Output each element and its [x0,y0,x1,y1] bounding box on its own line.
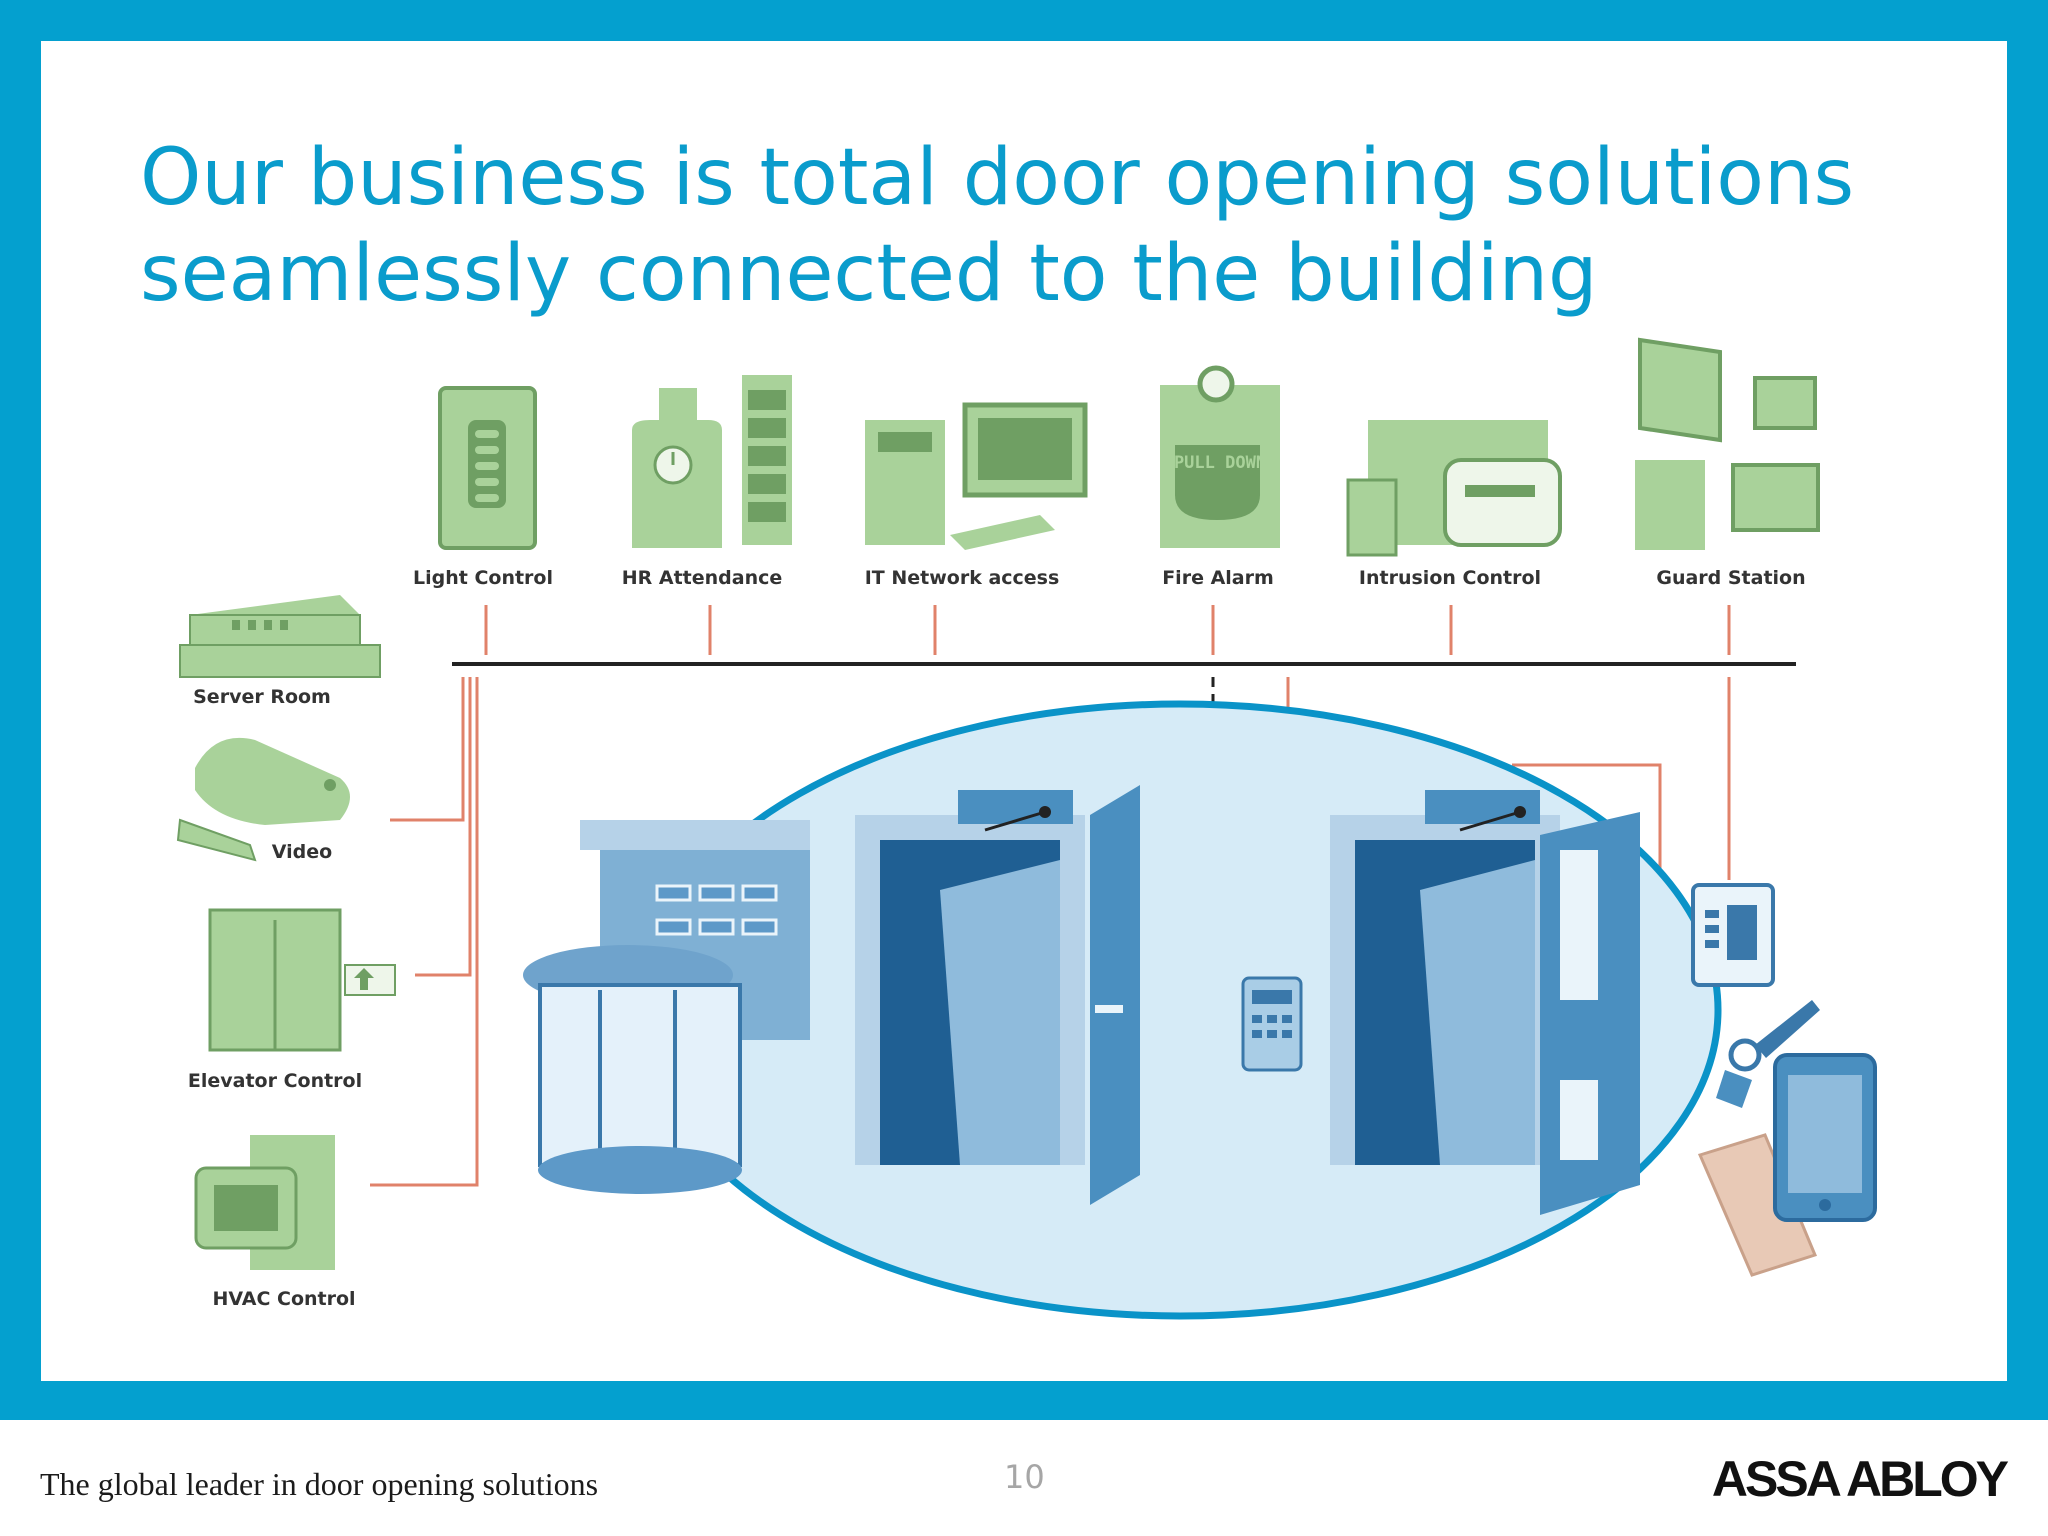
keypad-reader-icon [1241,976,1303,1072]
intrusion-control-icon [1346,420,1562,557]
server-room-icon [179,595,381,678]
video-camera-icon [176,737,350,862]
keys-icon [1716,1000,1820,1108]
label-intrusion-control: Intrusion Control [1359,567,1541,589]
building-connectivity-diagram: PULL DOWN Light Control HR Attendance [176,337,1877,1320]
footer-tagline: The global leader in door opening soluti… [40,1466,599,1502]
door-1-icon [855,785,1140,1205]
assa-abloy-logo: ASSA ABLOY [1711,1451,2009,1507]
label-server-room: Server Room [193,686,331,708]
slide-title: Our business is total door opening solut… [140,130,1854,322]
guard-station-icon [1635,337,1820,550]
label-guard-station: Guard Station [1656,567,1805,589]
hvac-icon [194,1135,335,1270]
label-hvac-control: HVAC Control [212,1288,355,1310]
label-hr-attendance: HR Attendance [622,567,783,589]
label-light-control: Light Control [413,567,553,589]
hr-attendance-icon [632,375,792,548]
title-line-2: seamlessly connected to the building [140,229,1598,319]
wall-card-reader-icon [1691,883,1775,987]
it-network-icon [865,402,1088,550]
label-fire-alarm: Fire Alarm [1162,567,1274,589]
access-card-icon [1697,1133,1818,1277]
fire-alarm-icon: PULL DOWN [1160,365,1280,548]
fire-alarm-icon-text: PULL DOWN [1174,453,1266,473]
page-number: 10 [1004,1458,1045,1496]
elevator-icon [208,908,396,1052]
label-video: Video [272,841,332,863]
revolving-door-icon [523,820,810,1194]
top-connectors [484,605,1731,655]
label-it-network: IT Network access [865,567,1060,589]
title-line-1: Our business is total door opening solut… [140,133,1855,223]
label-elevator-control: Elevator Control [188,1070,362,1092]
mobile-phone-icon [1773,1053,1877,1222]
door-2-icon [1330,790,1640,1215]
light-control-icon [438,386,537,550]
